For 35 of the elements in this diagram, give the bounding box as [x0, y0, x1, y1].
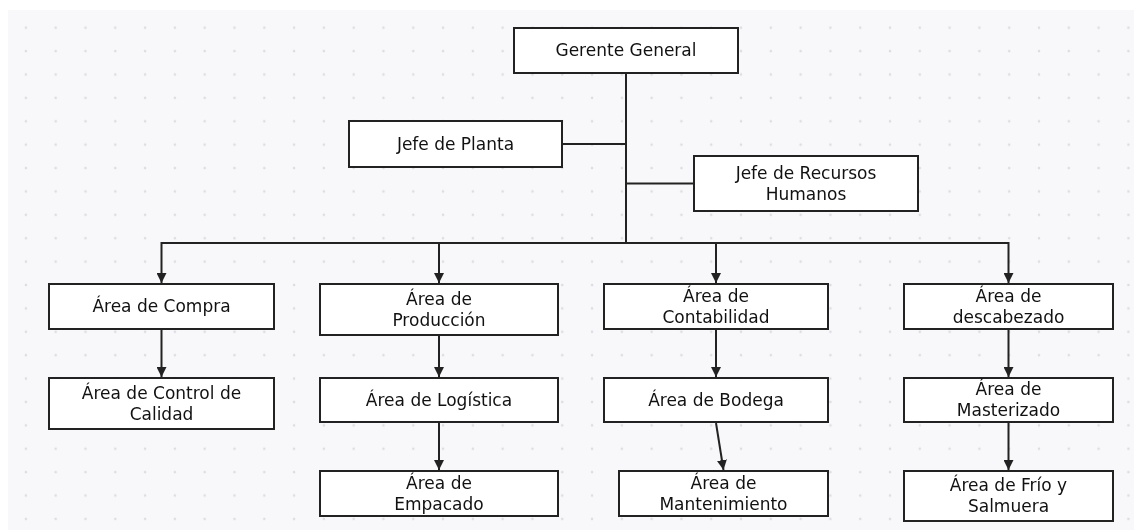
- org-box: [603, 283, 829, 330]
- arrow: [1003, 422, 1014, 471]
- box-label: Área de Masterizado: [955, 379, 1062, 421]
- box-label: Área de Contabilidad: [661, 285, 771, 328]
- org-box: [48, 377, 275, 430]
- arrow: [1003, 329, 1014, 378]
- org-box: [348, 120, 563, 168]
- org-box: [319, 283, 559, 336]
- box-label: Área de Empacado: [393, 472, 485, 515]
- arrow: [715, 422, 727, 471]
- org-box: [618, 470, 829, 517]
- org-box: [319, 377, 559, 423]
- box-label: Área de descabezado: [951, 285, 1066, 328]
- box-label: Área de Logística: [365, 389, 513, 411]
- org-box: [693, 155, 919, 212]
- box-label: Jefe de Planta: [396, 133, 515, 155]
- org-box: [319, 470, 559, 517]
- box-label: Área de Compra: [92, 296, 231, 317]
- arrow: [156, 329, 167, 378]
- arrow: [434, 422, 444, 471]
- box-label: Área de Mantenimiento: [658, 472, 789, 515]
- org-box: [903, 283, 1114, 330]
- org-box: [603, 377, 829, 423]
- org-box: [48, 283, 275, 330]
- arrow: [434, 335, 444, 378]
- box-label: Área de Control de Calidad: [80, 382, 243, 425]
- box-label: Área de Frío y Salmuera: [948, 475, 1069, 517]
- box-label: Gerente General: [555, 40, 697, 61]
- box-label: Área de Producción: [391, 288, 487, 331]
- org-box: [903, 470, 1114, 522]
- arrow: [711, 329, 721, 378]
- box-label: Jefe de Recursos Humanos: [734, 162, 878, 205]
- box-label: Área de Bodega: [648, 389, 784, 411]
- org-box: [903, 377, 1114, 423]
- org-box: [513, 27, 739, 74]
